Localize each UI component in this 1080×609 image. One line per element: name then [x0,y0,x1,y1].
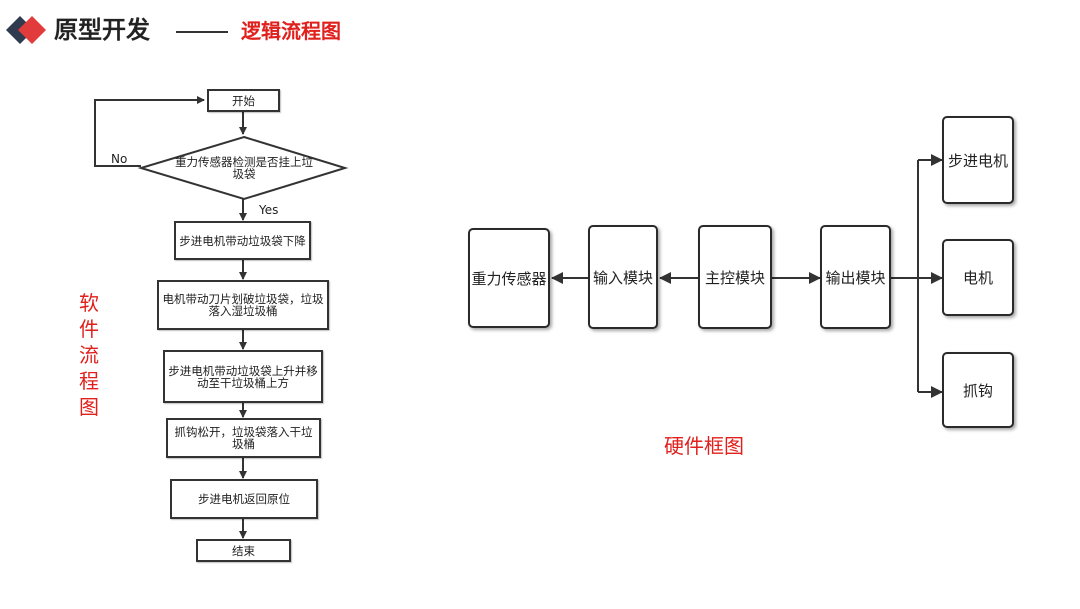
hw-gravity-sensor: 重力传感器 [468,228,550,328]
hw-motor: 电机 [942,239,1014,316]
page-title: 原型开发 [54,16,150,44]
hw-output-module: 输出模块 [820,225,891,329]
flow-start: 开始 [207,89,280,112]
software-flow-label: 软件流程图 [79,291,99,419]
flow-decision-text: 重力传感器检测是否挂上垃圾袋 [175,155,313,181]
hw-hook: 抓钩 [942,352,1014,428]
title-divider [176,31,228,33]
diamond-logo-icon [6,16,46,44]
hw-input-module: 输入模块 [588,225,658,329]
flow-end: 结束 [196,539,291,562]
flow-step-raise-bag: 步进电机带动垃圾袋上升并移动至干垃圾桶上方 [163,350,323,403]
header: 原型开发 逻辑流程图 [0,0,1080,64]
page-subtitle: 逻辑流程图 [241,19,341,43]
flow-step-return: 步进电机返回原位 [170,479,318,519]
yes-label: Yes [259,203,279,217]
hardware-diagram-caption: 硬件框图 [664,434,744,458]
hw-stepper-motor: 步进电机 [942,116,1014,204]
flow-step-release-hook: 抓钩松开，垃圾袋落入干垃圾桶 [166,418,321,458]
no-label: No [111,152,128,166]
flow-step-cut-bag: 电机带动刀片划破垃圾袋，垃圾落入湿垃圾桶 [157,280,329,330]
hw-main-control: 主控模块 [698,225,772,329]
flow-step-lower-bag: 步进电机带动垃圾袋下降 [174,221,311,260]
